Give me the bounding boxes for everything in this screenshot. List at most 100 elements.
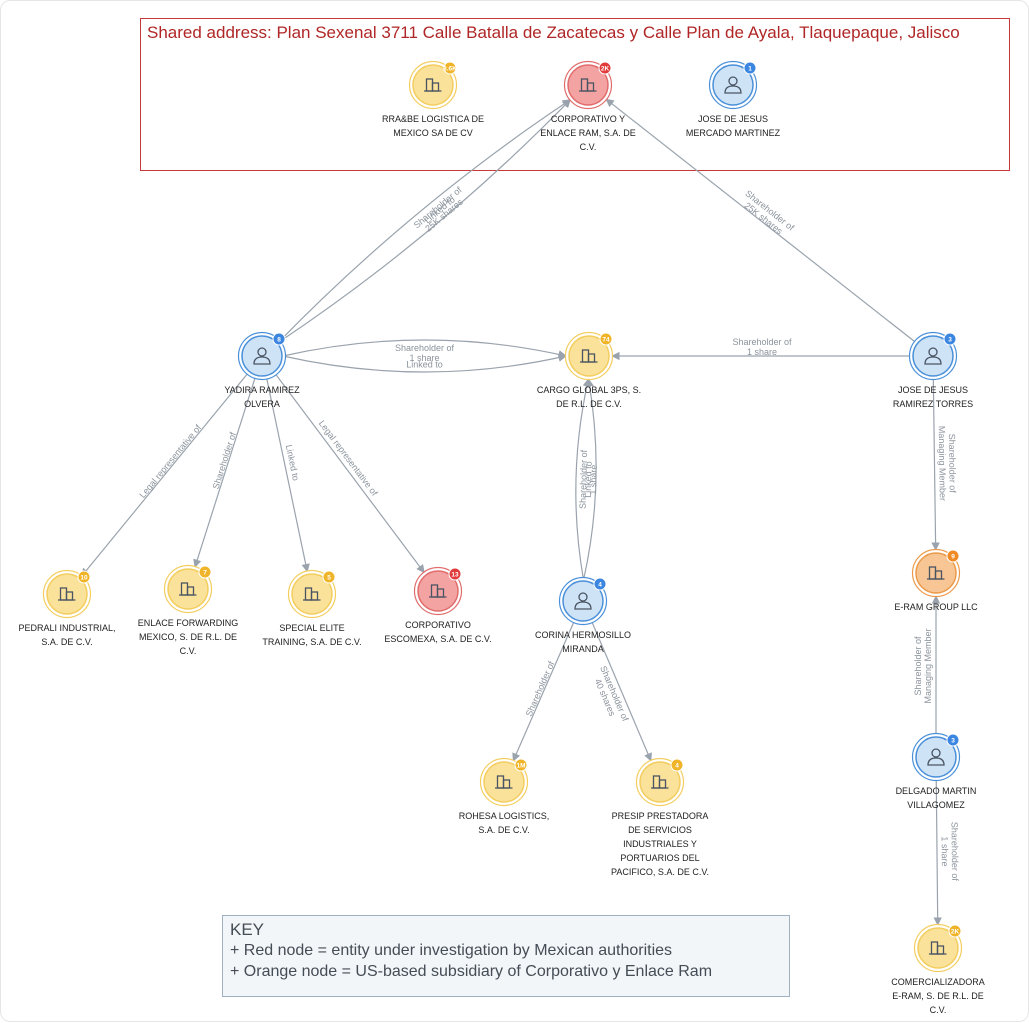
edge-label: Shareholder of (211, 431, 239, 491)
building-icon (579, 78, 597, 92)
edge-label: Legal representative of (317, 418, 380, 498)
edge-line[interactable] (582, 378, 597, 581)
node-count-badge-text: 3 (951, 737, 955, 744)
node-label-line: C.V. (930, 1005, 947, 1015)
node-label-line: PORTUARIOS DEL (620, 853, 699, 863)
node-count-badge-text: 1 (748, 65, 752, 72)
edge-label: Shareholder of1 share (578, 449, 599, 509)
edge-label-line: 1 share (409, 353, 439, 363)
node-label: ROHESA LOGISTICS,S.A. DE C.V. (459, 811, 550, 835)
node-label-line: JOSE DE JESUS (698, 114, 768, 124)
node-count-badge: 1 (743, 61, 757, 75)
node-count-badge: 5 (322, 570, 336, 584)
node-count-badge: 4 (670, 758, 684, 772)
node-label: CARGO GLOBAL 3PS, S.DE R.L. DE C.V. (537, 385, 641, 409)
node-label-line: TRAINING, S.A. DE C.V. (262, 637, 361, 647)
edge-line[interactable] (277, 99, 572, 343)
edge-line[interactable] (81, 371, 250, 577)
node-label-line: CORPORATIVO (405, 620, 471, 630)
node-count-badge-text: 3.6K (443, 65, 457, 72)
edge-corina-to-cargo[interactable]: Shareholder of1 share (575, 378, 599, 581)
edge-label-line: 1 share (747, 347, 777, 357)
node-label-line: E-RAM GROUP LLC (894, 602, 978, 612)
edge-line[interactable] (590, 620, 652, 762)
edge-line[interactable] (282, 339, 567, 359)
edge-line[interactable] (931, 376, 940, 551)
edge-delgado-to-eram[interactable]: Shareholder ofManaging Member (913, 595, 941, 736)
edge-label-line: 1 share (940, 836, 950, 866)
edge-label-line: Legal representative of (317, 418, 380, 498)
edge-line[interactable] (277, 99, 571, 344)
edge-label-line: 1 share (588, 465, 599, 495)
node-label-line: DELGADO MARTIN (896, 786, 977, 796)
edge-corina-to-presip[interactable]: Shareholder of40 shares (589, 620, 652, 762)
node-count-badge: 3 (946, 733, 960, 747)
edge-label-line: Linked to (284, 444, 301, 482)
edge-jose_ramirez-to-eram[interactable]: Shareholder ofManaging Member (931, 376, 958, 551)
edge-label-line: Shareholder of (395, 343, 455, 353)
person-icon (924, 347, 942, 365)
edge-label: Linked to (583, 461, 594, 498)
edge-label-line: Shareholder of (524, 659, 557, 718)
edge-line[interactable] (282, 353, 567, 373)
node-eram[interactable]: 9E-RAM GROUP LLC (894, 548, 978, 613)
edge-line[interactable] (193, 375, 257, 568)
edge-label: Shareholder of40 shares (589, 664, 631, 727)
edge-corina-to-rohesa[interactable]: Shareholder of (512, 620, 576, 762)
legend-key-line-orange: + Orange node = US-based subsidiary of C… (230, 963, 713, 980)
node-label-line: YADIRA RAMIREZ (224, 385, 300, 395)
edge-line[interactable] (605, 98, 917, 344)
node-label-line: PEDRALI INDUSTRIAL, (18, 623, 115, 633)
node-label-line: CORPORATIVO Y (551, 114, 625, 124)
node-label-line: MIRANDA (562, 644, 604, 654)
edge-line[interactable] (265, 376, 310, 573)
edge-delgado-to-comercializadora[interactable]: Shareholder of1 share (933, 777, 960, 926)
edge-yadira-to-cargo[interactable]: Linked to (282, 353, 567, 373)
node-label-line: S.A. DE C.V. (478, 825, 529, 835)
node-count-badge-text: 4 (675, 762, 679, 769)
edge-label: Shareholder ofManaging Member (937, 426, 958, 501)
node-label-line: PRESIP PRESTADORA (612, 811, 709, 821)
edge-line[interactable] (512, 620, 576, 762)
node-rohesa[interactable]: 1M ROHESA LOGISTICS,S.A. DE C.V. (459, 757, 550, 836)
edge-label-line: Managing Member (937, 426, 948, 501)
node-label-line: COMERCIALIZADORA (891, 977, 985, 987)
legend-key-box: KEY + Red node = entity under investigat… (222, 915, 790, 997)
node-count-badge: 1M (514, 758, 528, 772)
node-label-line: RRA&BE LOGISTICA DE (382, 114, 484, 124)
node-label-line: DE R.L. DE C.V. (556, 399, 622, 409)
edge-label-line: Managing Member (923, 628, 933, 703)
edge-label: Shareholder ofManaging Member (913, 628, 933, 703)
edge-label-line: Linked to (583, 461, 594, 498)
person-icon (253, 347, 271, 365)
edge-line[interactable] (933, 777, 942, 926)
node-count-badge: 2K (948, 924, 962, 938)
node-count-badge: 74 (599, 332, 613, 346)
edge-corina-to-cargo[interactable]: Linked to (582, 378, 597, 581)
edge-line[interactable] (575, 378, 591, 581)
edge-line[interactable] (274, 372, 425, 574)
